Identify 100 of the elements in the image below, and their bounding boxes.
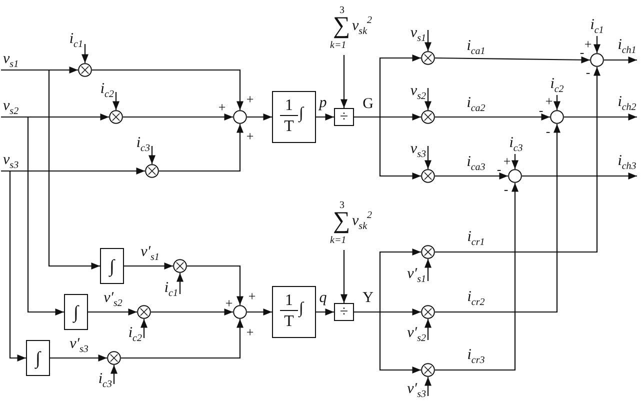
sign-label: +: [218, 102, 226, 112]
sign-label: +: [545, 96, 553, 106]
signal-label: i$_{c2}$: [98, 81, 116, 100]
signal-arrow: [82, 44, 88, 63]
edge-label: i$_{ca2}$: [466, 95, 486, 112]
signal-arrow: [88, 308, 137, 316]
signal-arrow: [1, 170, 26, 362]
signal-arrow: [340, 55, 348, 108]
summing-junction: [550, 110, 564, 124]
signal-arrow: [435, 67, 600, 253]
sign-label: -: [546, 126, 550, 136]
signal-label: v′$_{s2}$: [405, 325, 428, 344]
signal-arrow: [159, 124, 244, 172]
sign-label: +: [246, 130, 254, 142]
signal-label: i$_{c3}$: [134, 135, 152, 154]
sign-label: -: [504, 184, 508, 194]
divider-block: ÷: [334, 108, 354, 126]
signal-arrow: [187, 265, 244, 305]
signal-arrow: [1, 69, 100, 270]
signal-arrow: [424, 88, 432, 110]
edge-label: v′$_{s2}$: [102, 290, 124, 307]
signal-arrow: [316, 114, 334, 120]
signal-label: i$_{c2}$: [126, 325, 144, 344]
summing-junction: [233, 305, 247, 319]
sign-label: +: [503, 156, 511, 166]
sign-label: -: [586, 66, 590, 78]
sign-label: +: [225, 298, 233, 308]
signal-arrow: [512, 154, 518, 169]
summing-junction: [590, 53, 604, 67]
signal-arrow: [435, 183, 518, 371]
signal-arrow: [424, 319, 432, 340]
signal-arrow: [316, 308, 334, 316]
sign-label: -: [538, 104, 544, 116]
multiplier-symbol: [421, 305, 435, 319]
signal-arrow: [424, 377, 432, 396]
signal-label: v′$_{s3}$: [405, 381, 428, 400]
edge-label: i$_{ca1}$: [466, 38, 486, 55]
multiplier-symbol: [137, 305, 151, 319]
lower-limit: k=1: [330, 40, 346, 51]
multiplier-symbol: [421, 363, 435, 377]
signal-arrow: [435, 124, 560, 313]
integrator-block: ∫: [64, 294, 88, 330]
signal-label: i$_{c3}$: [96, 371, 114, 390]
sign-label: +: [246, 94, 254, 104]
signal-arrow: [92, 69, 244, 110]
integral-sign: ∫: [299, 300, 304, 318]
signal-label: i$_{c1}$: [588, 17, 606, 36]
signal-arrow: [435, 172, 508, 180]
signal-arrow: [148, 146, 156, 164]
signal-label: v$_{s2}$: [1, 98, 21, 117]
edge-label: i$_{ca3}$: [466, 154, 486, 171]
summing-junction: [508, 169, 522, 183]
signal-label: i$_{c2}$: [548, 76, 566, 95]
sigma-sign: ∑: [333, 209, 350, 233]
edge-label: i$_{ch2}$: [616, 94, 638, 111]
multiplier-symbol: [107, 351, 121, 365]
edge-label: v′$_{s1}$: [140, 244, 160, 261]
signal-arrow: [1, 116, 64, 316]
summing-junction: [233, 110, 247, 124]
upper-limit: 3: [338, 200, 346, 211]
lower-limit: k=1: [330, 235, 346, 246]
signal-arrow: [594, 36, 600, 53]
signal-arrow: [123, 114, 233, 120]
edge-label: i$_{cr2}$: [466, 289, 486, 306]
integrator-block: [272, 286, 316, 338]
signal-label: v$_{s3}$: [1, 152, 21, 171]
signal-arrow: [50, 354, 107, 362]
sign-label: +: [246, 326, 254, 338]
signal-arrow: [424, 259, 432, 281]
signal-arrow: [522, 172, 637, 180]
signal-label: v$_{s2}$: [408, 83, 428, 102]
sign-label: +: [248, 290, 256, 302]
multiplier-symbol: [421, 169, 435, 183]
fraction-denominator: T: [283, 118, 295, 136]
integrator-block: ∫: [26, 340, 50, 376]
multiplier-symbol: [173, 259, 187, 273]
signal-label: v′$_{s1}$: [405, 266, 428, 285]
sign-label: -: [580, 46, 584, 58]
sigma-sign: ∑: [333, 14, 350, 38]
multiplier-symbol: [78, 63, 92, 77]
signal-arrow: [340, 250, 348, 303]
edge-label: i$_{ch1}$: [616, 37, 638, 54]
sign-label: -: [496, 164, 502, 174]
multiplier-symbol: [421, 245, 435, 259]
sign-label: +: [584, 38, 592, 50]
divider-block: ÷: [334, 303, 354, 321]
signal-arrow: [424, 30, 432, 51]
signal-label: v$_{s1}$: [1, 51, 21, 70]
edge-label: i$_{cr1}$: [466, 229, 486, 246]
signal-arrow: [247, 114, 272, 120]
edge-label: i$_{cr3}$: [466, 347, 486, 364]
multiplier-symbol: [421, 51, 435, 65]
signal-label: v$_{s3}$: [408, 141, 428, 160]
signal-arrow: [140, 319, 148, 338]
edge-label: v′$_{s3}$: [68, 336, 90, 353]
signal-arrow: [151, 308, 233, 316]
upper-limit: 3: [338, 5, 346, 16]
signal-arrow: [354, 116, 421, 180]
multiplier-symbol: [145, 164, 159, 178]
multiplier-symbol: [109, 110, 123, 124]
